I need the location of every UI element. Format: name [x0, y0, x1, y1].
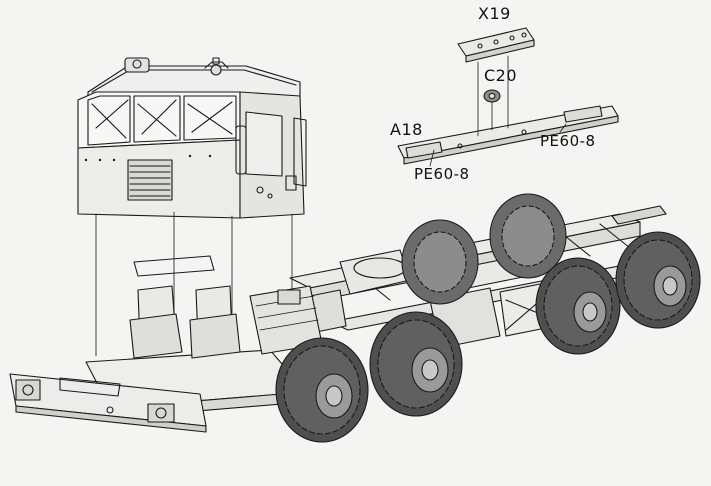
cab-assembly [77, 57, 307, 219]
parts-inset [397, 27, 619, 167]
wheels [275, 193, 701, 443]
label-pe60-right: PE60-8 [540, 132, 596, 150]
part-a18 [397, 105, 619, 165]
wheel-front-near [275, 337, 369, 443]
label-a18: A18 [390, 120, 423, 139]
front-bumper [9, 373, 207, 433]
label-x19: X19 [478, 4, 511, 23]
wheel-front-second [369, 311, 463, 417]
wheel-rear-fourth [615, 231, 701, 329]
label-pe60-left: PE60-8 [414, 165, 470, 183]
part-x19 [457, 27, 535, 63]
wheel-rear-third [535, 257, 621, 355]
wheel-far-2 [489, 193, 567, 279]
part-c20 [483, 89, 501, 103]
label-c20: C20 [484, 66, 518, 85]
wheel-far-1 [401, 219, 479, 305]
